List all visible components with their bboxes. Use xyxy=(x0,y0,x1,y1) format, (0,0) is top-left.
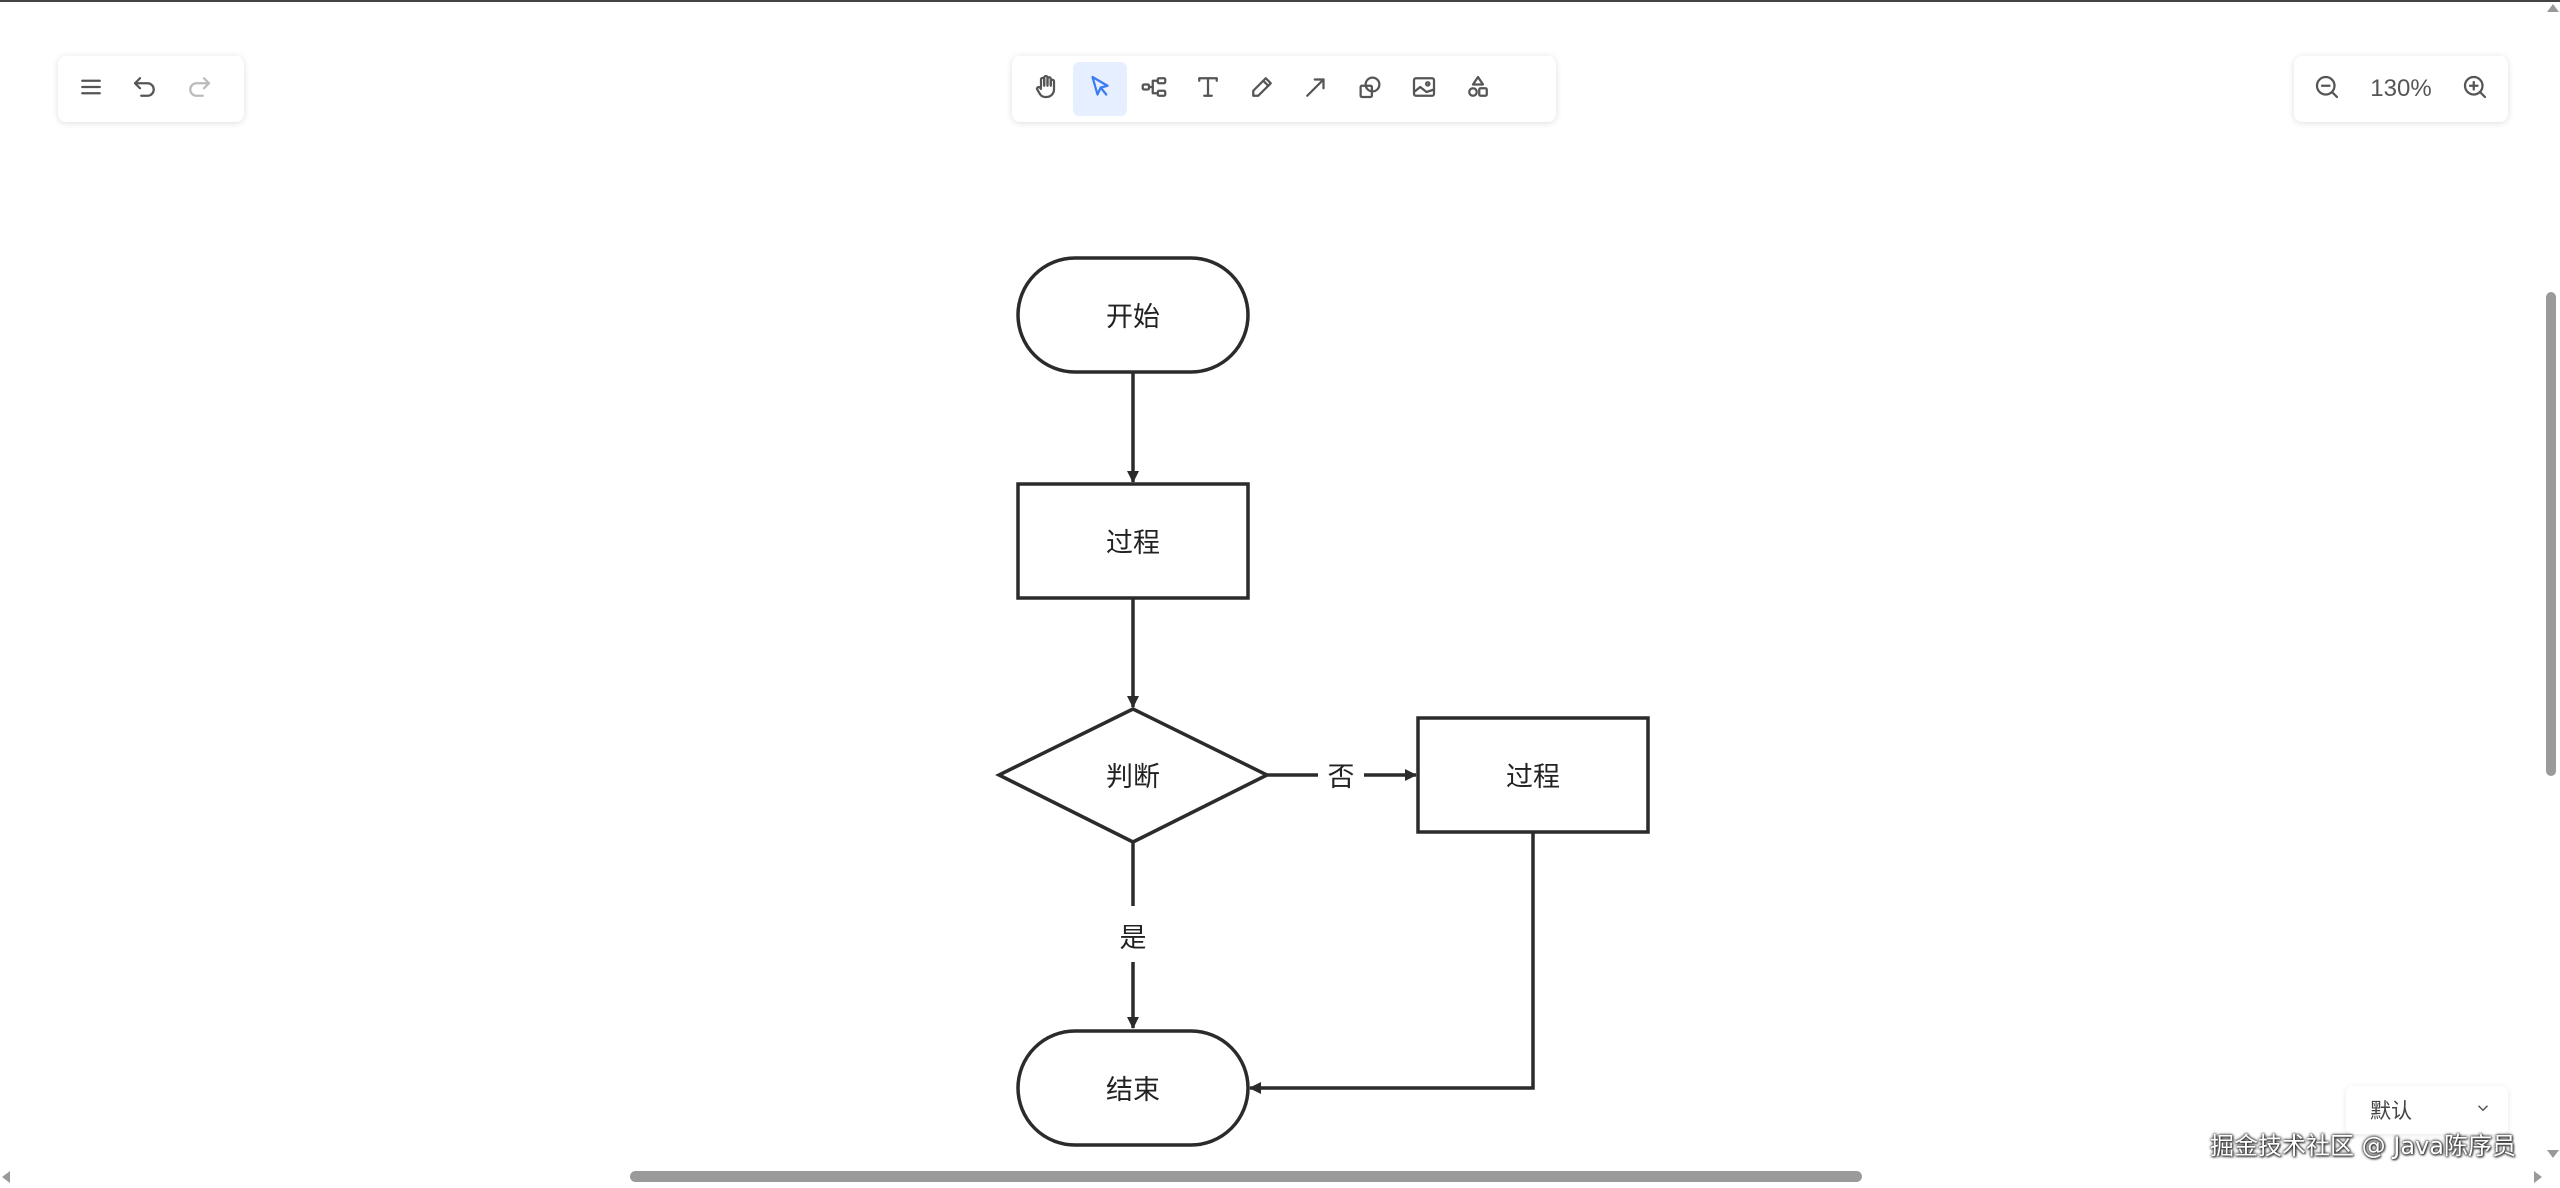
whiteboard-canvas[interactable]: 开始 过程 判断 否 过程 是 结束 xyxy=(0,0,2540,1168)
zoom-in-button[interactable] xyxy=(2448,62,2502,116)
end-node-label: 结束 xyxy=(1106,1075,1160,1106)
scroll-right-arrow[interactable] xyxy=(2534,1171,2542,1183)
undo-button[interactable] xyxy=(118,62,172,116)
edge-decision-yes[interactable]: 是 xyxy=(1120,842,1147,1029)
history-toolbar xyxy=(58,56,244,122)
redo-icon xyxy=(184,72,214,106)
theme-select-value: 默认 xyxy=(2370,1099,2412,1123)
more-shapes-button[interactable] xyxy=(1451,62,1505,116)
decision-node-label: 判断 xyxy=(1106,762,1160,793)
arrow-tool-button[interactable] xyxy=(1289,62,1343,116)
watermark: 掘金技术社区 @ Java陈序员 xyxy=(2210,1132,2516,1160)
pointer-icon xyxy=(1085,72,1115,106)
select-tool-button[interactable] xyxy=(1073,62,1127,116)
image-tool-button[interactable] xyxy=(1397,62,1451,116)
process-node-2[interactable]: 过程 xyxy=(1416,716,1650,834)
edge-decision-no[interactable]: 否 xyxy=(1267,762,1417,793)
menu-icon xyxy=(76,72,106,106)
arrow-icon xyxy=(1301,72,1331,106)
image-icon xyxy=(1409,72,1439,106)
shapes-icon xyxy=(1355,72,1385,106)
end-node[interactable]: 结束 xyxy=(1016,1029,1250,1147)
hand-icon xyxy=(1031,72,1061,106)
chevron-down-icon xyxy=(2474,1098,2492,1122)
mindmap-icon xyxy=(1139,72,1169,106)
zoom-controls: 130% xyxy=(2294,56,2508,122)
pencil-tool-button[interactable] xyxy=(1235,62,1289,116)
process-node-2-label: 过程 xyxy=(1506,762,1560,793)
start-node-label: 开始 xyxy=(1106,302,1160,333)
decision-node[interactable]: 判断 xyxy=(995,707,1271,844)
more-shapes-icon xyxy=(1463,72,1493,106)
edge-label-no: 否 xyxy=(1328,762,1355,793)
horizontal-scrollbar[interactable] xyxy=(630,1171,1862,1182)
text-tool-button[interactable] xyxy=(1181,62,1235,116)
undo-icon xyxy=(130,72,160,106)
pencil-icon xyxy=(1247,72,1277,106)
theme-select[interactable]: 默认 xyxy=(2346,1086,2508,1134)
scroll-down-arrow[interactable] xyxy=(2547,1150,2559,1158)
text-icon xyxy=(1193,72,1223,106)
vertical-scrollbar[interactable] xyxy=(2546,292,2556,776)
process-node[interactable]: 过程 xyxy=(1016,482,1250,600)
process-node-label: 过程 xyxy=(1106,528,1160,559)
edge-process2-to-end[interactable] xyxy=(1249,832,1535,1094)
hand-tool-button[interactable] xyxy=(1019,62,1073,116)
drawing-toolbar xyxy=(1012,56,1556,122)
zoom-out-icon xyxy=(2312,72,2342,106)
shape-tool-button[interactable] xyxy=(1343,62,1397,116)
zoom-in-icon xyxy=(2460,72,2490,106)
scroll-up-arrow[interactable] xyxy=(2547,4,2559,12)
redo-button[interactable] xyxy=(172,62,226,116)
menu-button[interactable] xyxy=(64,62,118,116)
mindmap-tool-button[interactable] xyxy=(1127,62,1181,116)
edge-label-yes: 是 xyxy=(1120,923,1147,954)
zoom-level[interactable]: 130% xyxy=(2370,75,2432,102)
window-top-border xyxy=(0,0,2560,2)
scroll-left-arrow[interactable] xyxy=(2,1171,10,1183)
start-node[interactable]: 开始 xyxy=(1016,256,1250,374)
zoom-out-button[interactable] xyxy=(2300,62,2354,116)
